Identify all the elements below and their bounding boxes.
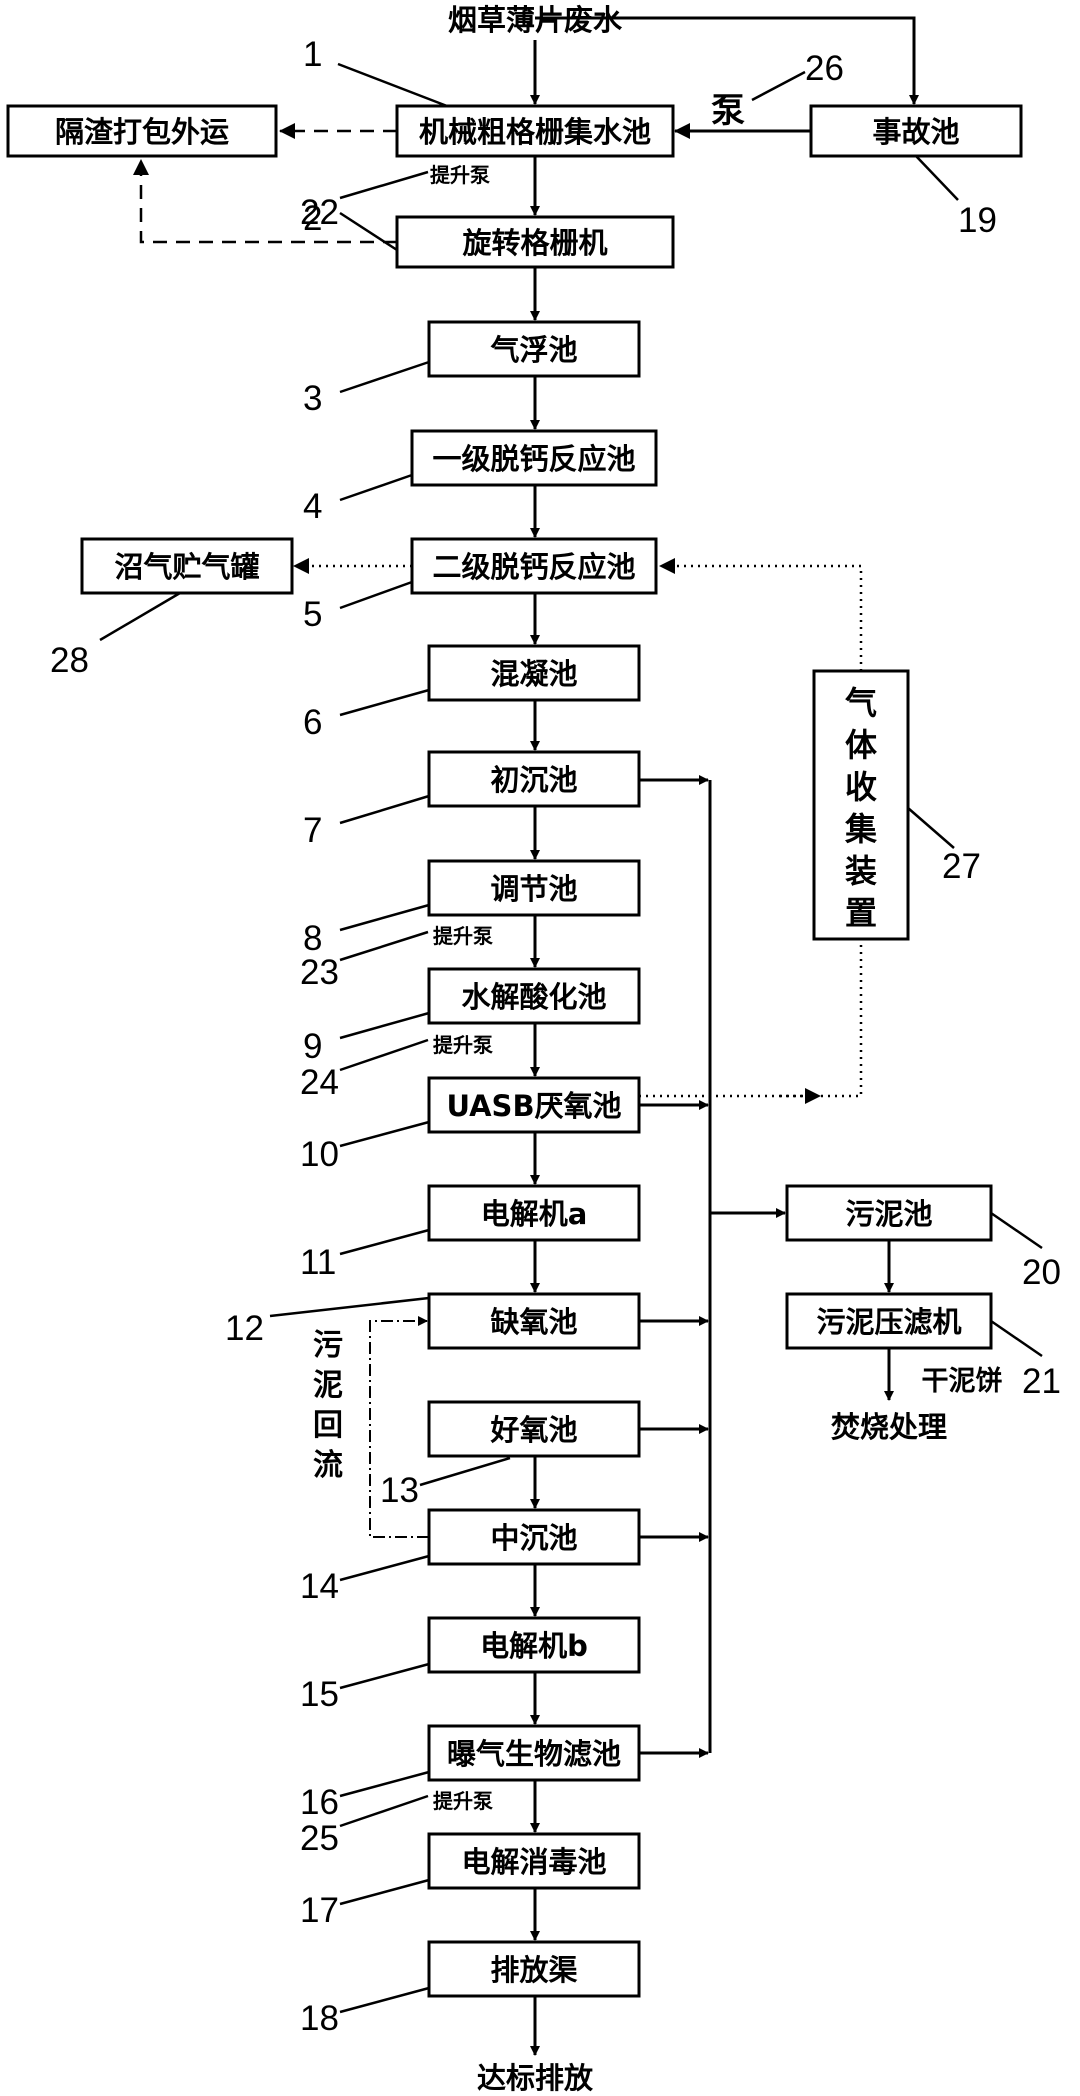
box-15-label: 电解机b bbox=[480, 1629, 588, 1663]
biogas-dotted-lines bbox=[293, 558, 863, 1104]
ref-20: 20 bbox=[1022, 1253, 1061, 1292]
box-mechanical-coarse-screen-sump: 机械粗格栅集水池 bbox=[395, 104, 675, 158]
pump-26-label: 泵 bbox=[711, 91, 745, 131]
box-3-label: 气浮池 bbox=[489, 333, 577, 367]
box-air-flotation: 气浮池 bbox=[427, 320, 641, 378]
ref-22: 22 bbox=[300, 193, 339, 232]
box-aerobic: 好氧池 bbox=[427, 1400, 641, 1458]
ref-9: 9 bbox=[303, 1027, 322, 1066]
ref-3: 3 bbox=[303, 379, 322, 418]
box-slag-packing: 隔渣打包外运 bbox=[6, 104, 278, 158]
box-sludge-pool: 污泥池 bbox=[785, 1184, 993, 1242]
box-primary-sedimentation: 初沉池 bbox=[427, 750, 641, 808]
ref-24: 24 bbox=[300, 1063, 339, 1102]
inlet-label: 烟草薄片废水 bbox=[448, 3, 623, 37]
ref-15: 15 bbox=[300, 1675, 339, 1714]
box-5-label: 二级脱钙反应池 bbox=[432, 550, 635, 584]
lift-pump-25-label: 提升泵 bbox=[433, 1789, 493, 1813]
ref-25: 25 bbox=[300, 1819, 339, 1858]
box-biological-aerated-filter: 曝气生物滤池 bbox=[427, 1724, 641, 1782]
box-discharge-channel: 排放渠 bbox=[427, 1940, 641, 1998]
box-electrolytic-disinfection: 电解消毒池 bbox=[427, 1832, 641, 1890]
ref-23: 23 bbox=[300, 953, 339, 992]
reference-numbers: 1 2 3 4 5 6 7 8 9 10 11 12 13 14 15 16 1… bbox=[50, 35, 1061, 2038]
box-sludge-filter-press: 污泥压滤机 bbox=[785, 1292, 993, 1350]
sludge-collection-lines bbox=[639, 775, 894, 1758]
box-anoxic: 缺氧池 bbox=[427, 1292, 641, 1350]
box-13-label: 好氧池 bbox=[489, 1413, 577, 1447]
box-6-label: 混凝池 bbox=[490, 657, 577, 691]
ref-8: 8 bbox=[303, 919, 322, 958]
box-electrolyzer-a: 电解机a bbox=[427, 1184, 641, 1242]
box-20-label: 污泥池 bbox=[845, 1197, 932, 1231]
accident-bypass-lines bbox=[535, 16, 919, 139]
box-9-label: 水解酸化池 bbox=[461, 980, 606, 1014]
ref-7: 7 bbox=[303, 811, 322, 850]
box-1-label: 机械粗格栅集水池 bbox=[419, 115, 651, 149]
box-14-label: 中沉池 bbox=[490, 1521, 577, 1555]
leader-lines bbox=[99, 62, 1043, 2014]
box-18-label: 排放渠 bbox=[490, 1953, 577, 1987]
box-11-label: 电解机a bbox=[481, 1197, 588, 1231]
box-2-label: 旋转格栅机 bbox=[462, 226, 607, 260]
box-28-label: 沼气贮气罐 bbox=[114, 550, 259, 584]
ref-1: 1 bbox=[303, 35, 322, 74]
ref-14: 14 bbox=[300, 1567, 339, 1606]
ref-26: 26 bbox=[805, 49, 844, 88]
lift-pump-23-label: 提升泵 bbox=[433, 924, 493, 948]
ref-19: 19 bbox=[958, 201, 997, 240]
box-gas-collector bbox=[812, 669, 910, 941]
ref-17: 17 bbox=[300, 1891, 339, 1930]
box-secondary-decalcification: 二级脱钙反应池 bbox=[410, 537, 658, 595]
ref-10: 10 bbox=[300, 1135, 339, 1174]
box-7-label: 初沉池 bbox=[490, 763, 577, 797]
ref-2: 2 bbox=[303, 199, 322, 238]
ref-4: 4 bbox=[303, 487, 322, 526]
box-12-label: 缺氧池 bbox=[490, 1305, 577, 1339]
box-rotary-screen: 旋转格栅机 bbox=[395, 215, 675, 269]
dry-sludge-cake-label: 干泥饼 bbox=[922, 1366, 1003, 1397]
box-slag-label: 隔渣打包外运 bbox=[55, 115, 229, 149]
ref-5: 5 bbox=[303, 595, 322, 634]
box-coagulation: 混凝池 bbox=[427, 644, 641, 702]
box-biogas-tank: 沼气贮气罐 bbox=[80, 537, 294, 595]
ref-11: 11 bbox=[300, 1243, 336, 1282]
box-8-label: 调节池 bbox=[490, 872, 577, 906]
ref-27: 27 bbox=[942, 847, 981, 886]
ref-18: 18 bbox=[300, 1999, 339, 2038]
ref-6: 6 bbox=[303, 703, 322, 742]
outlet-label: 达标排放 bbox=[477, 2061, 594, 2095]
sludge-reflux-text: 污泥回流 bbox=[313, 1328, 343, 1483]
box-primary-decalcification: 一级脱钙反应池 bbox=[410, 429, 658, 487]
ref-12: 12 bbox=[225, 1309, 264, 1348]
box-accident-pool: 事故池 bbox=[809, 104, 1023, 158]
box-10-label: UASB厌氧池 bbox=[446, 1089, 621, 1123]
ref-28: 28 bbox=[50, 641, 89, 680]
box-16-label: 曝气生物滤池 bbox=[447, 1737, 621, 1771]
ref-16: 16 bbox=[300, 1783, 339, 1822]
box-equalization: 调节池 bbox=[427, 859, 641, 917]
sludge-reflux-line bbox=[369, 1316, 429, 1538]
ref-13: 13 bbox=[380, 1471, 419, 1510]
box-uasb-anaerobic: UASB厌氧池 bbox=[427, 1076, 641, 1134]
box-hydrolysis-acidification: 水解酸化池 bbox=[427, 967, 641, 1025]
lift-pump-24-label: 提升泵 bbox=[433, 1033, 493, 1057]
incineration-label: 焚烧处理 bbox=[831, 1410, 947, 1444]
slag-dashed-lines bbox=[133, 123, 397, 244]
box-21-label: 污泥压滤机 bbox=[816, 1305, 961, 1339]
sludge-reflux-label: 污泥回流 bbox=[313, 1328, 343, 1483]
box-intermediate-sedimentation: 中沉池 bbox=[427, 1508, 641, 1566]
box-17-label: 电解消毒池 bbox=[461, 1845, 606, 1879]
lift-pump-22-label: 提升泵 bbox=[430, 163, 490, 187]
box-electrolyzer-b: 电解机b bbox=[427, 1616, 641, 1674]
box-4-label: 一级脱钙反应池 bbox=[432, 442, 635, 476]
box-27-label: 气体收集装置 bbox=[844, 684, 877, 932]
ref-21: 21 bbox=[1022, 1362, 1061, 1401]
box-19-label: 事故池 bbox=[872, 115, 959, 149]
